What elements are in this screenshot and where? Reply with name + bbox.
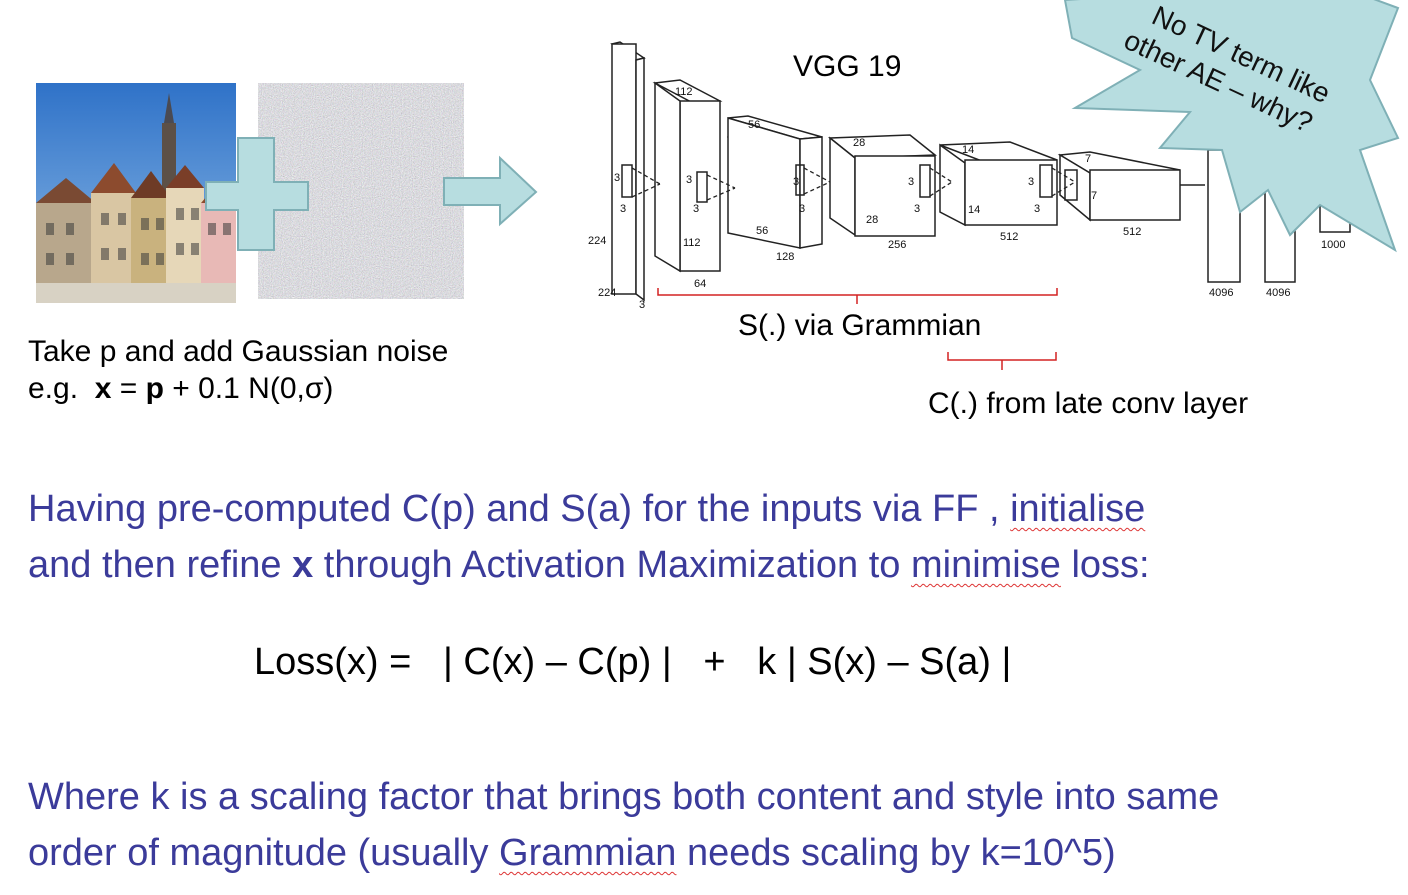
dim-b2-w: 56 [756,225,768,237]
para1-c: through Activation Maximization to [313,544,911,586]
starburst-callout [1063,0,1400,253]
loss-formula: Loss(x) = | C(x) – C(p) | + k | S(x) – S… [254,641,1012,683]
dim-input-h: 224 [588,235,606,247]
dim-b4-c: 512 [1000,231,1018,243]
para1-d: loss: [1060,544,1150,586]
caption-x: x [94,372,112,405]
dim-input-w: 224 [598,287,616,299]
para2-b: order of magnitude (usually [28,832,500,874]
noise-caption: Take p and add Gaussian noise e.g. x = p… [28,333,448,407]
paragraph-2: Where k is a scaling factor that brings … [28,769,1219,881]
dim-b1-w: 112 [683,237,701,249]
dim-b2-c: 128 [776,251,794,263]
dim-input-c: 3 [639,299,645,311]
para1-b: and then refine [28,544,293,586]
caption-p: p [145,372,164,405]
vgg-diagram: 224 224 3 112 112 64 56 56 128 28 28 256… [205,0,1400,420]
content-label: C(.) from late conv layer [928,387,1248,420]
dim-b1-h: 112 [675,86,693,98]
dim-fc2: 4096 [1266,287,1290,299]
dim-fc3: 1000 [1321,239,1345,251]
dim-b5-c: 512 [1123,226,1141,238]
content-bracket [947,352,1057,370]
dim-b5-h: 7 [1085,153,1091,165]
dim-fc1: 4096 [1209,287,1233,299]
caption-prefix: e.g. [28,372,95,405]
para1-x: x [292,544,314,586]
dim-b4-w: 14 [968,204,980,216]
para1-line-2: and then refine x through Activation Max… [28,537,1150,593]
para2-line-1: Where k is a scaling factor that brings … [28,776,1220,818]
caption-eq: = [111,372,146,405]
dim-k-2b: 3 [693,203,699,215]
minimise-word: minimise [910,544,1061,586]
dim-b5-w: 7 [1091,190,1097,202]
paragraph-1: Having pre-computed C(p) and S(a) for th… [28,481,1150,593]
dim-b2-h: 56 [748,119,760,131]
dim-k-4b: 3 [914,203,920,215]
dim-k-1: 3 [614,172,620,184]
caption-rest: + 0.1 N(0,σ) [163,372,334,405]
style-label: S(.) via Grammian [738,309,981,342]
dim-b4-h: 14 [962,144,974,156]
para2-line-2: order of magnitude (usually Grammian nee… [28,825,1219,881]
grammian-word: Grammian [499,832,677,874]
dim-k-1b: 3 [620,203,626,215]
dim-b1-c: 64 [694,278,706,290]
plus-icon [205,137,309,251]
dim-b3-h: 28 [853,137,865,149]
para2-c: needs scaling by k=10^5) [676,832,1116,874]
para1-line-1: Having pre-computed C(p) and S(a) for th… [28,481,1150,537]
dim-b3-w: 28 [866,214,878,226]
caption-line-1: Take p and add Gaussian noise [28,335,449,368]
para1-a: Having pre-computed C(p) and S(a) for th… [28,488,1011,530]
initialise-word: initialise [1010,488,1146,530]
caption-line-2: e.g. x = p + 0.1 N(0,σ) [28,370,448,407]
network-title: VGG 19 [793,50,901,83]
dim-k-5b: 3 [1034,203,1040,215]
dim-k-3: 3 [793,176,799,188]
style-bracket [657,288,1058,304]
dim-k-2: 3 [686,174,692,186]
dim-k-5: 3 [1028,176,1034,188]
dim-k-4: 3 [908,176,914,188]
dim-b3-c: 256 [888,239,906,251]
right-arrow-icon [443,155,538,227]
content-photo [36,83,236,303]
dim-k-3b: 3 [799,203,805,215]
